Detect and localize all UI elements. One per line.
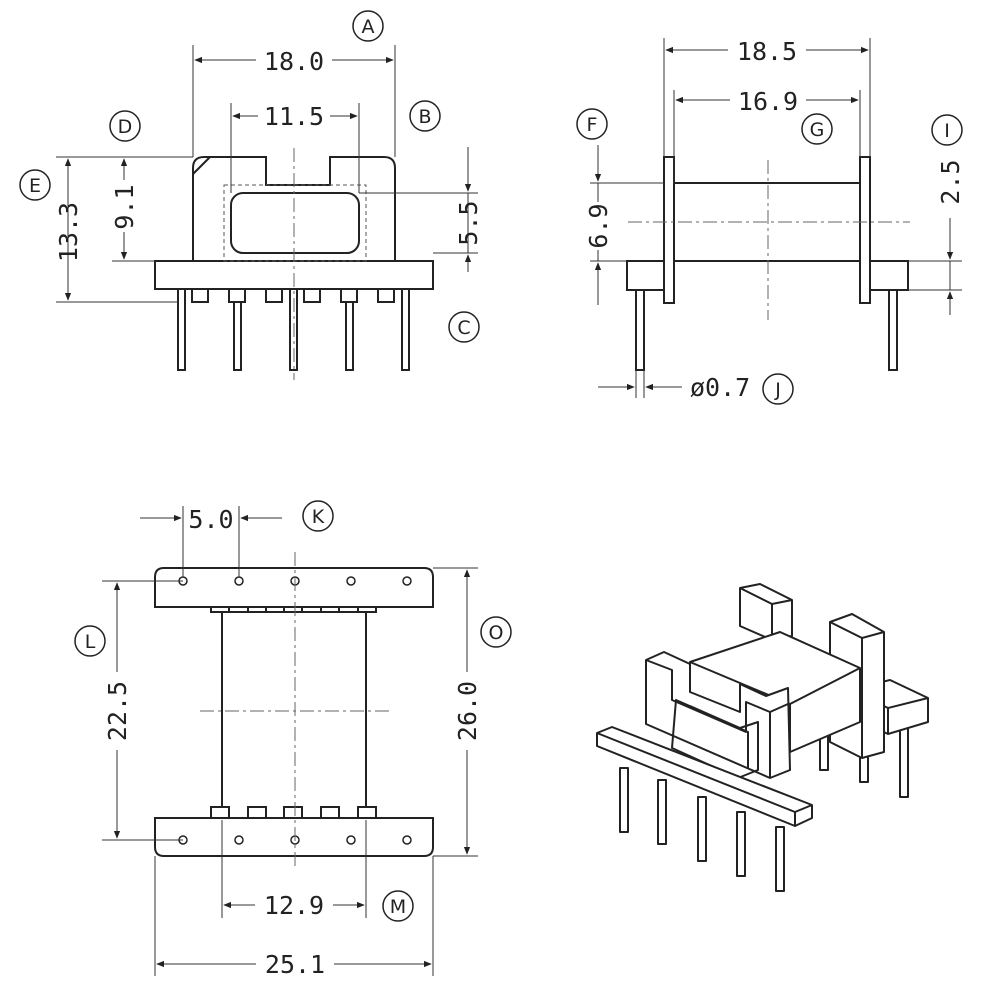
svg-text:I: I (944, 120, 950, 142)
svg-text:L: L (85, 631, 96, 653)
svg-text:A: A (362, 16, 375, 38)
svg-text:J: J (774, 379, 781, 401)
callout-a: A (352, 10, 384, 42)
svg-text:M: M (390, 896, 406, 918)
bottom-bottom-bar (154, 817, 434, 857)
svg-text:E: E (29, 175, 41, 197)
dim-top-width-value: 18.5 (737, 37, 797, 66)
callout-g: G (801, 113, 833, 145)
dim-c-value: 5.5 (454, 200, 483, 245)
dim-g-value: 16.9 (738, 87, 798, 116)
callout-j: J (762, 373, 794, 405)
callout-f: F (576, 108, 608, 140)
side-right-flange (859, 156, 871, 304)
front-core-window (230, 192, 360, 254)
bottom-view: 5.0 22.5 26.0 12.9 25.1 (102, 505, 482, 979)
callout-m: M (382, 890, 414, 922)
dim-e-value: 13.3 (54, 202, 83, 262)
front-view: 18.0 11.5 13.3 9.1 5.5 (54, 44, 483, 380)
callout-e: E (19, 169, 51, 201)
side-view: 18.5 16.9 6.9 2.5 ø0.7 (584, 34, 965, 402)
callout-c: C (448, 311, 480, 343)
dim-i-value: 2.5 (936, 159, 965, 204)
isometric-view (596, 583, 929, 892)
callout-o: O (480, 616, 512, 648)
dim-a-value: 18.0 (264, 47, 324, 76)
callout-k: K (302, 500, 334, 532)
side-left-flange (663, 156, 675, 304)
dim-o-value: 26.0 (453, 681, 482, 741)
callout-l: L (74, 625, 106, 657)
svg-text:B: B (418, 106, 431, 128)
svg-text:D: D (118, 116, 133, 138)
dim-m-value: 12.9 (264, 891, 324, 920)
callout-d: D (109, 110, 141, 142)
dim-b-value: 11.5 (264, 102, 324, 131)
svg-text:O: O (489, 622, 504, 644)
bottom-top-bar (154, 567, 434, 608)
svg-text:G: G (810, 119, 825, 141)
dim-bottom-width-value: 25.1 (265, 950, 325, 979)
dim-d-value: 9.1 (110, 184, 139, 229)
svg-text:K: K (312, 506, 325, 528)
dim-f-value: 6.9 (584, 203, 613, 248)
callout-b: B (409, 100, 441, 132)
svg-text:C: C (457, 317, 470, 339)
svg-text:F: F (587, 114, 598, 136)
dim-k-value: 5.0 (188, 505, 233, 534)
dim-j-value: ø0.7 (690, 373, 750, 402)
callout-i: I (931, 114, 963, 146)
bottom-tabs-bottom (210, 806, 377, 821)
dim-l-value: 22.5 (103, 681, 132, 741)
